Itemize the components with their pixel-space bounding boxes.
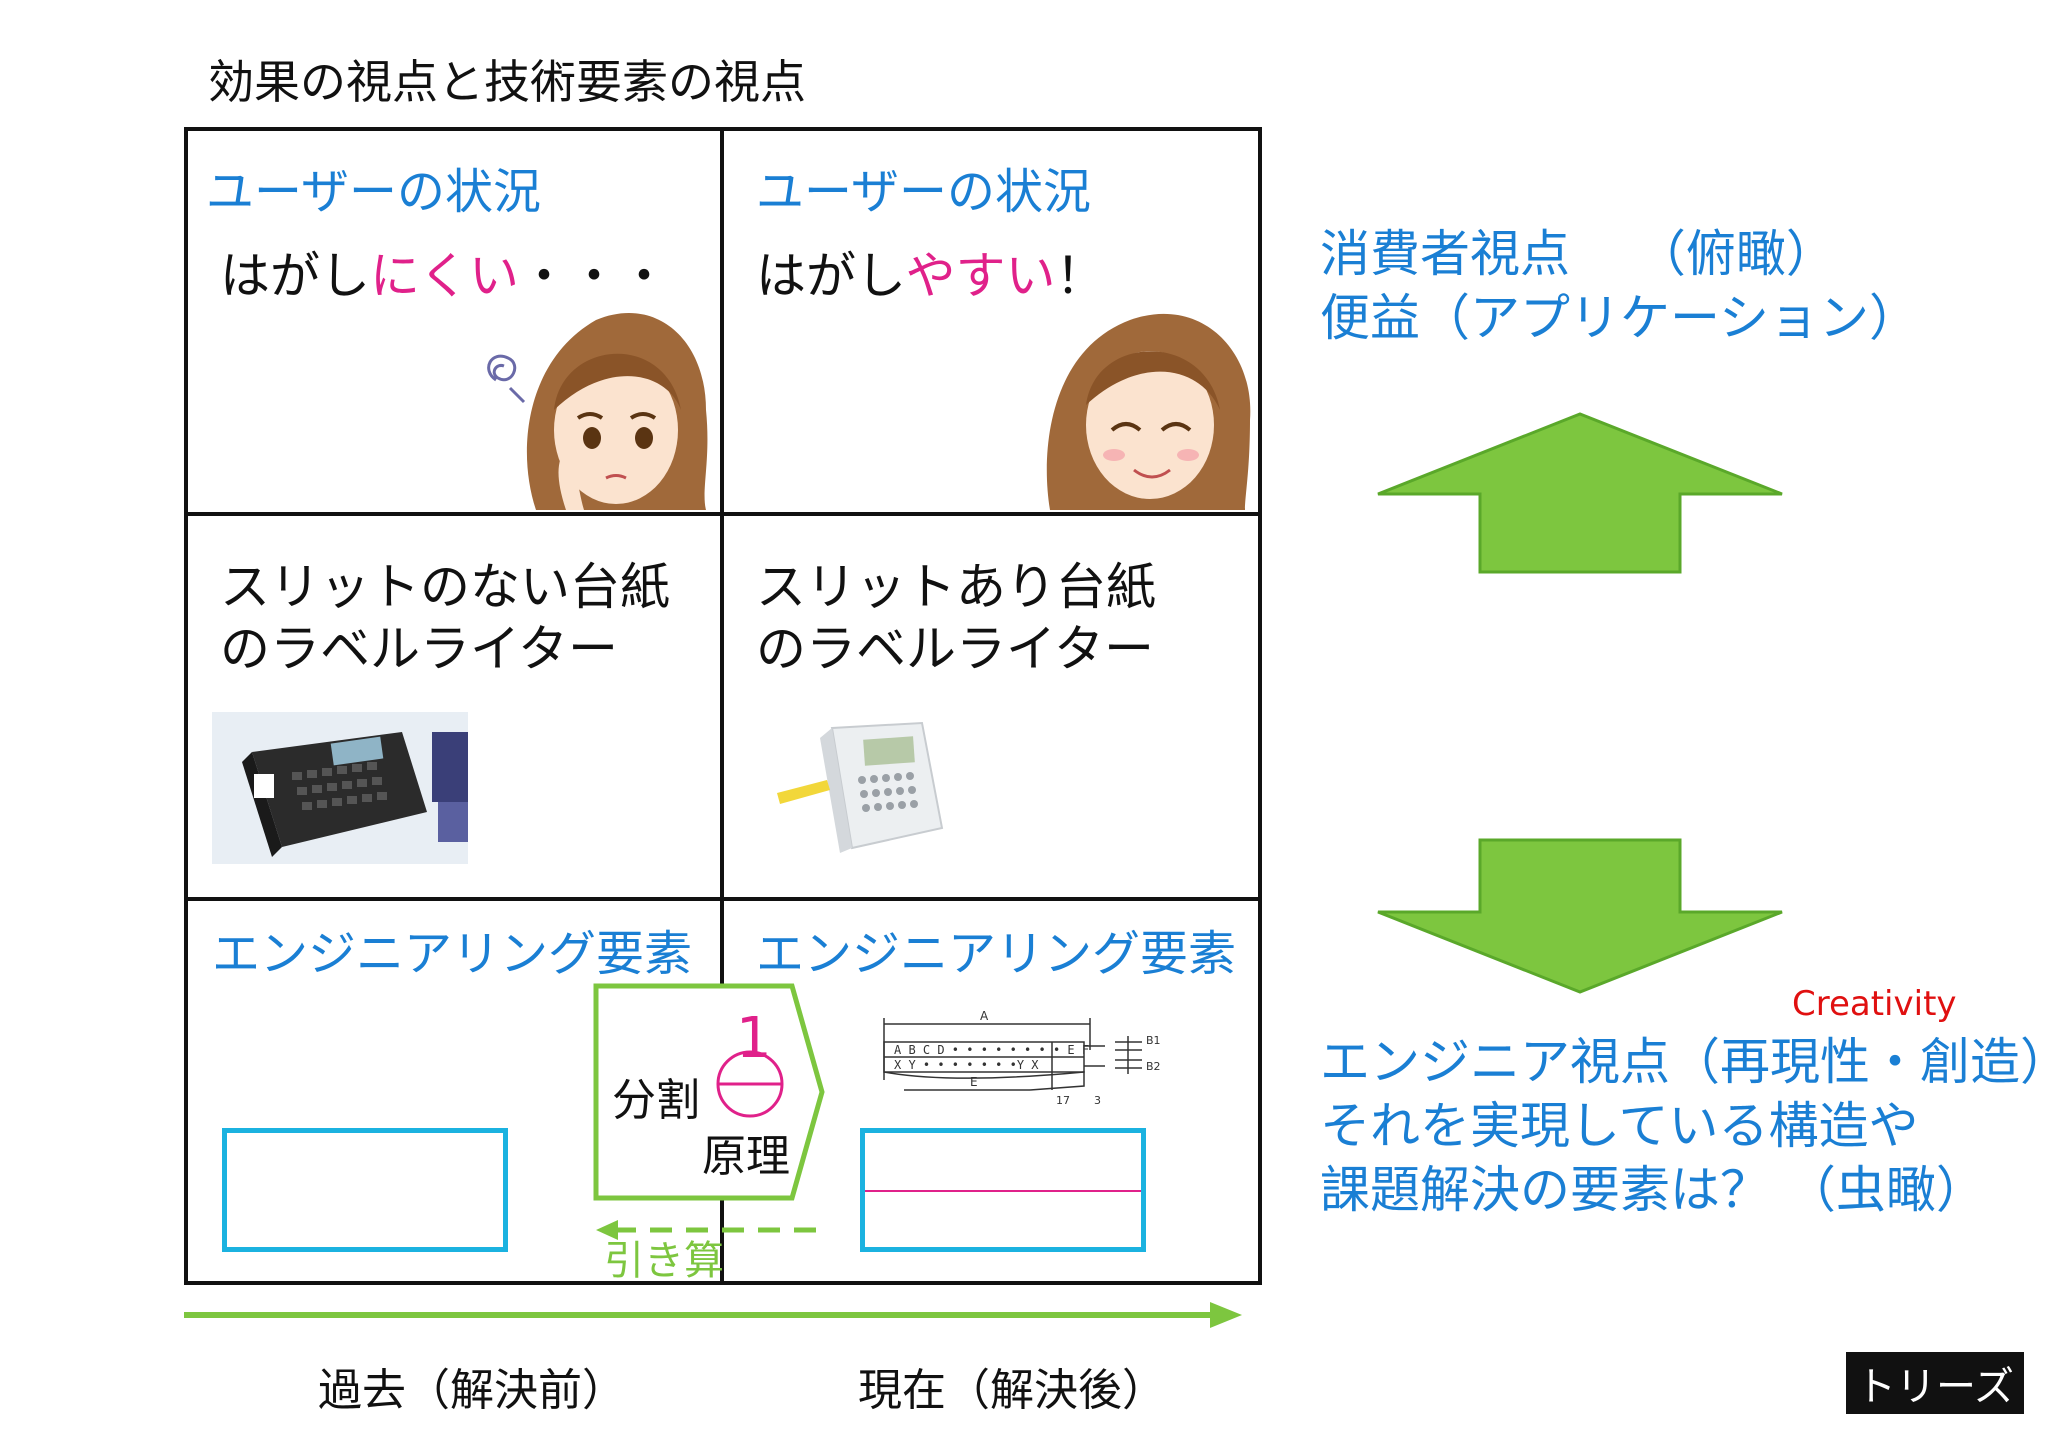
engineer-line3: 課題解決の要素は？ （虫瞰） [1320, 1161, 1986, 1219]
engineer-line2: それを実現している構造や [1320, 1097, 1919, 1155]
before-device-label: スリットのない台紙 のラベルライター [220, 556, 670, 680]
label-without-slit [222, 1128, 508, 1252]
subtract-arrow [596, 1220, 818, 1240]
engineer-perspective: エンジニア視点（再現性・創造） それを実現している構造や 課題解決の要素は？ （… [1320, 1030, 2048, 1222]
grid-divider-row1 [184, 512, 1262, 516]
label-with-slit [860, 1128, 1146, 1252]
timeline-arrow [184, 1302, 1242, 1328]
subtract-label: 引き算 [604, 1238, 724, 1284]
after-quote: はがしやすい！ [756, 236, 1106, 308]
patent-label-a: A [980, 1009, 989, 1023]
before-engineering-label: エンジニアリング要素 [212, 926, 693, 982]
before-quote-suffix: ・・・ [519, 247, 669, 305]
patent-label-row1: A B C D • • • • • • • • E F [894, 1043, 1089, 1057]
before-device-line2: のラベルライター [220, 620, 618, 678]
after-quote-prefix: はがし [756, 247, 906, 305]
before-quote-highlight: にくい [370, 247, 519, 305]
consumer-line2: 便益（アプリケーション） [1320, 289, 1919, 347]
principle-word1: 分割 [612, 1075, 700, 1126]
principle-pentagon [593, 983, 825, 1201]
principle-number: 1 [736, 1006, 772, 1071]
patent-label-row2: X Y • • • • • • •Y X [894, 1058, 1039, 1072]
page-title: 効果の視点と技術要素の視点 [208, 55, 806, 109]
consumer-line1: 消費者視点 （俯瞰） [1320, 225, 1836, 283]
triz-badge: トリーズ [1846, 1352, 2024, 1414]
desktop-label-printer-image [212, 712, 468, 864]
after-user-situation-label: ユーザーの状況 [756, 164, 1092, 220]
after-device-label: スリットあり台紙 のラベルライター [756, 556, 1156, 680]
before-quote-prefix: はがし [220, 247, 370, 305]
engineer-line1: エンジニア視点（再現性・創造） [1320, 1033, 2048, 1091]
creativity-note: Creativity [1792, 984, 1957, 1024]
patent-label-e: E [970, 1075, 978, 1089]
timeline-present-label: 現在（解決後） [858, 1365, 1166, 1416]
after-engineering-label: エンジニアリング要素 [756, 926, 1237, 982]
patent-label-3: 3 [1094, 1094, 1101, 1107]
happy-woman-illustration [1046, 313, 1251, 510]
handheld-label-printer-image [777, 721, 944, 853]
after-quote-highlight: やすい [905, 247, 1056, 305]
grid-divider-row2 [184, 897, 1262, 901]
patent-label-b2: B2 [1146, 1060, 1161, 1073]
before-quote: はがしにくい・・・ [220, 236, 669, 308]
timeline-past-label: 過去（解決前） [318, 1365, 626, 1416]
after-device-line1: スリットあり台紙 [756, 558, 1156, 616]
patent-drawing: A A B C D • • • • • • • • E F X Y • • • … [883, 1009, 1161, 1107]
down-arrow [1377, 838, 1783, 994]
confused-woman-illustration [487, 313, 708, 510]
before-device-line1: スリットのない台紙 [220, 558, 670, 616]
patent-label-b1: B1 [1146, 1034, 1161, 1047]
before-user-situation-label: ユーザーの状況 [206, 164, 542, 220]
slit-line [865, 1190, 1141, 1192]
patent-label-17: 17 [1056, 1094, 1070, 1107]
principle-word2: 原理 [702, 1131, 790, 1182]
consumer-perspective: 消費者視点 （俯瞰） 便益（アプリケーション） [1320, 222, 1919, 350]
up-arrow [1377, 412, 1783, 574]
grid-divider-vertical [720, 127, 724, 1285]
after-device-line2: のラベルライター [756, 620, 1154, 678]
after-quote-suffix: ！ [1055, 247, 1106, 305]
